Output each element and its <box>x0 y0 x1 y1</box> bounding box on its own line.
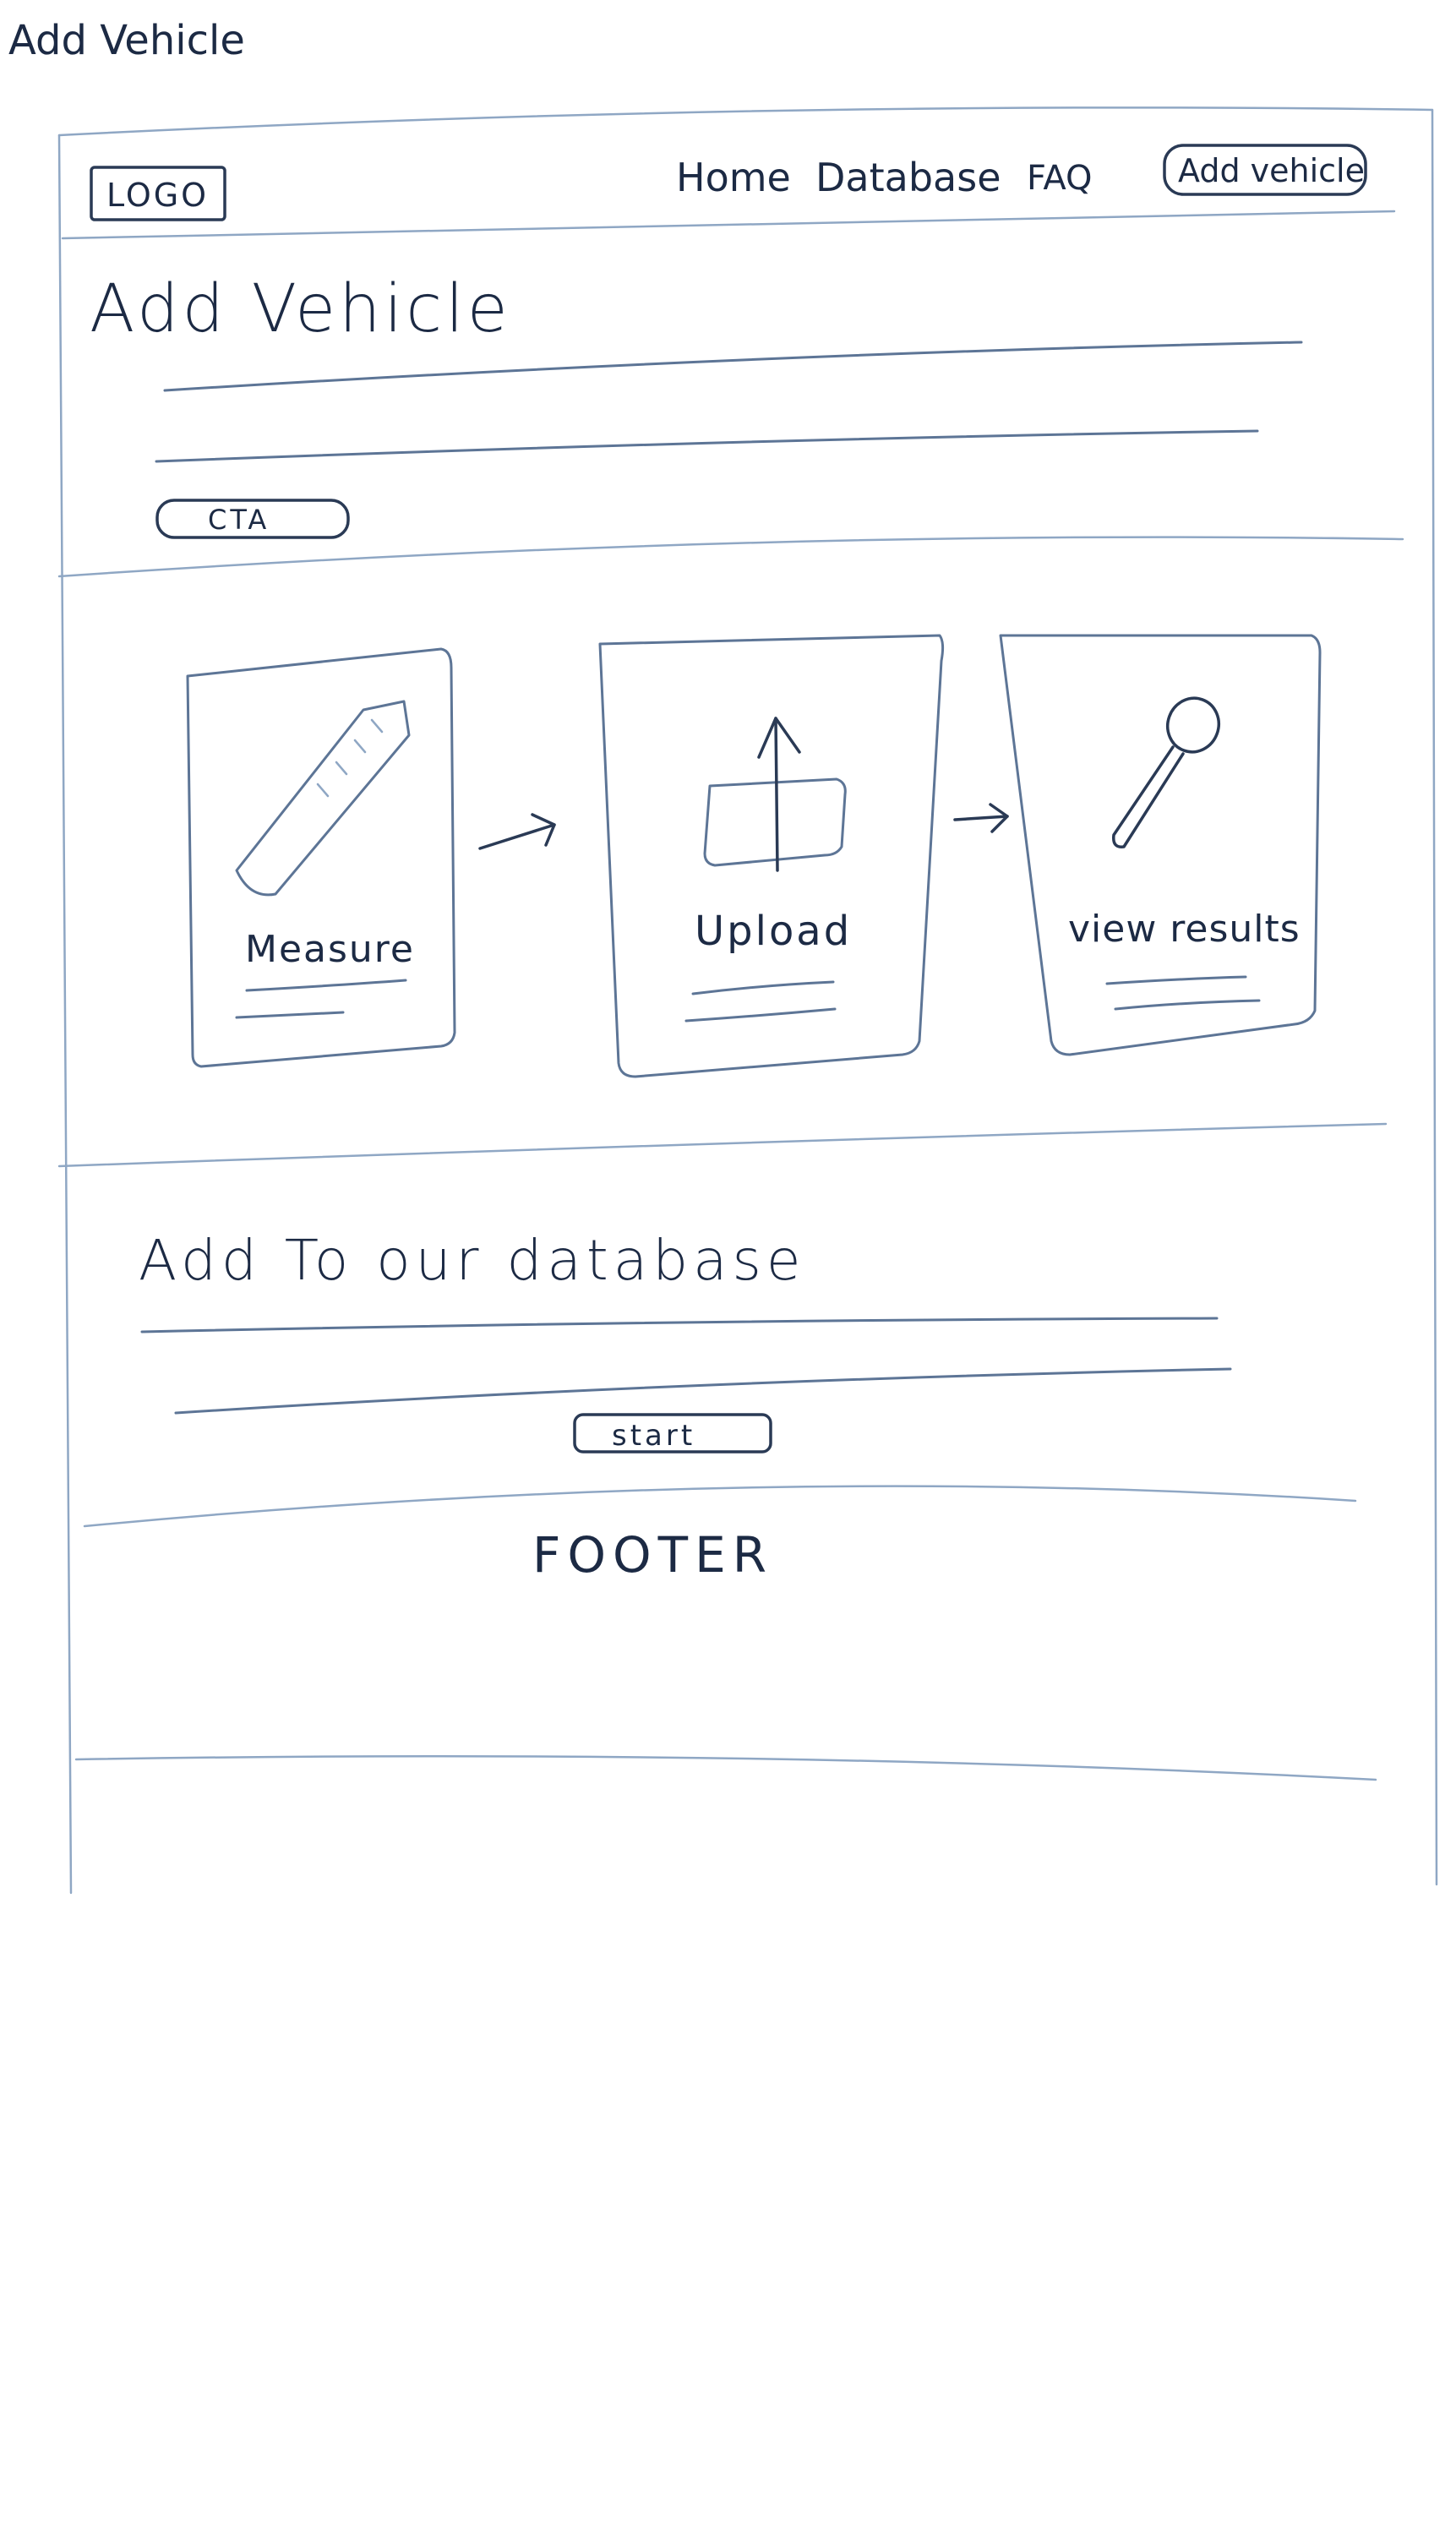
logo-box[interactable] <box>90 166 226 221</box>
step-label-upload: Upload <box>695 908 852 955</box>
magnifier-icon <box>1112 696 1220 848</box>
hero-text-line-2 <box>155 429 1259 463</box>
start-button[interactable] <box>573 1413 772 1453</box>
results-text-line-1 <box>1105 975 1247 985</box>
logo[interactable]: LOGO <box>106 177 209 214</box>
page-frame <box>57 106 1438 1895</box>
nav-faq[interactable]: FAQ <box>1027 159 1092 198</box>
footer-label: FOOTER <box>532 1526 773 1584</box>
step-label-measure: Measure <box>245 928 415 971</box>
step-card-measure: Measure <box>186 647 456 1068</box>
ruler-icon <box>235 700 411 897</box>
arrow-right-icon <box>478 813 556 850</box>
database-text-line-2 <box>174 1367 1232 1415</box>
footer: FOOTER <box>74 1526 1377 1781</box>
hero-section: Add Vehicle CTA <box>57 271 1404 578</box>
database-divider <box>83 1485 1357 1528</box>
database-section: Add To our database start <box>83 1228 1357 1528</box>
nav-add-vehicle-label[interactable]: Add vehicle <box>1178 152 1365 189</box>
page-caption: Add Vehicle <box>8 17 245 64</box>
nav-home[interactable]: Home <box>676 155 791 200</box>
upload-icon <box>703 717 847 872</box>
results-text-line-2 <box>1114 999 1261 1011</box>
database-title: Add To our database <box>139 1228 806 1293</box>
hero-title: Add Vehicle <box>90 271 511 347</box>
upload-text-line-1 <box>691 980 835 995</box>
measure-text-line-1 <box>245 979 407 992</box>
nav-database[interactable]: Database <box>815 155 1001 200</box>
header: LOGO Home Database FAQ Add vehicle <box>61 144 1396 240</box>
add-vehicle-nav-button[interactable] <box>1163 144 1367 196</box>
cta-label[interactable]: CTA <box>208 504 270 536</box>
cta-button[interactable] <box>155 499 350 539</box>
measure-text-line-2 <box>235 1011 345 1019</box>
steps-section: Measure Upload <box>57 634 1388 1168</box>
arrow-right-icon <box>953 803 1009 833</box>
footer-bottom-line <box>74 1754 1377 1781</box>
upload-text-line-2 <box>684 1007 837 1023</box>
hero-text-line-1 <box>163 341 1303 392</box>
step-card-view-results: view results <box>999 634 1322 1056</box>
step-label-view-results: view results <box>1068 908 1301 951</box>
database-text-line-1 <box>140 1317 1219 1333</box>
steps-divider <box>57 1122 1388 1168</box>
header-divider <box>61 210 1396 240</box>
start-button-label[interactable]: start <box>612 1419 695 1453</box>
hero-divider <box>57 536 1404 578</box>
step-card-upload: Upload <box>598 634 945 1078</box>
